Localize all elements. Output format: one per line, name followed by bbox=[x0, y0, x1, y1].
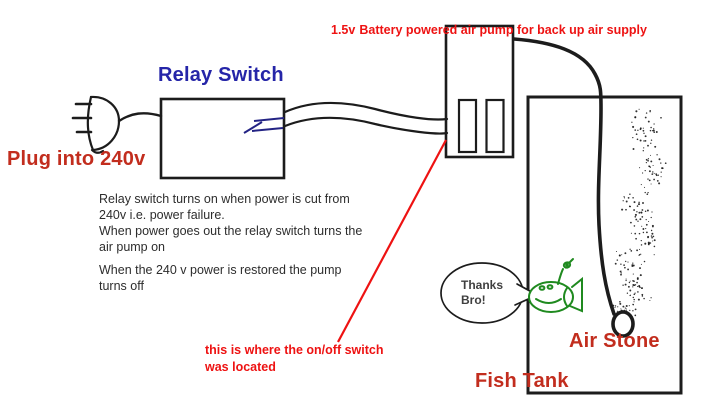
plug-label: Plug into 240v bbox=[7, 148, 146, 170]
air-stone-icon bbox=[611, 310, 635, 338]
relay-switch-label: Relay Switch bbox=[158, 64, 284, 86]
pointer-line bbox=[337, 139, 447, 343]
pump-air-tube bbox=[512, 37, 616, 316]
battery-pump-box bbox=[444, 24, 515, 159]
relay-description-paragraph-1: Relay switch turns on when power is cut … bbox=[99, 192, 363, 254]
air-stone-label: Air Stone bbox=[569, 330, 660, 352]
power-plug-icon bbox=[71, 95, 163, 154]
relay-switch-contact-icon bbox=[243, 117, 285, 134]
fish-tank-box bbox=[526, 95, 683, 395]
onoff-switch-note: this is where the on/off switch was loca… bbox=[205, 343, 384, 374]
fish-icon bbox=[528, 258, 583, 313]
speech-bubble bbox=[440, 262, 538, 324]
battery-voltage: 1.5v bbox=[331, 22, 356, 37]
fish-tank-label: Fish Tank bbox=[475, 370, 569, 392]
relay-description-paragraph-2: When the 240 v power is restored the pum… bbox=[99, 263, 342, 293]
relay-box bbox=[159, 97, 286, 180]
battery-cells-icon bbox=[457, 98, 505, 154]
speech-bubble-text: Thanks Bro! bbox=[461, 278, 504, 307]
power-cable bbox=[283, 101, 449, 135]
air-bubbles-icon bbox=[612, 108, 667, 321]
battery-note-text: Battery powered air pump for back up air… bbox=[359, 22, 647, 37]
